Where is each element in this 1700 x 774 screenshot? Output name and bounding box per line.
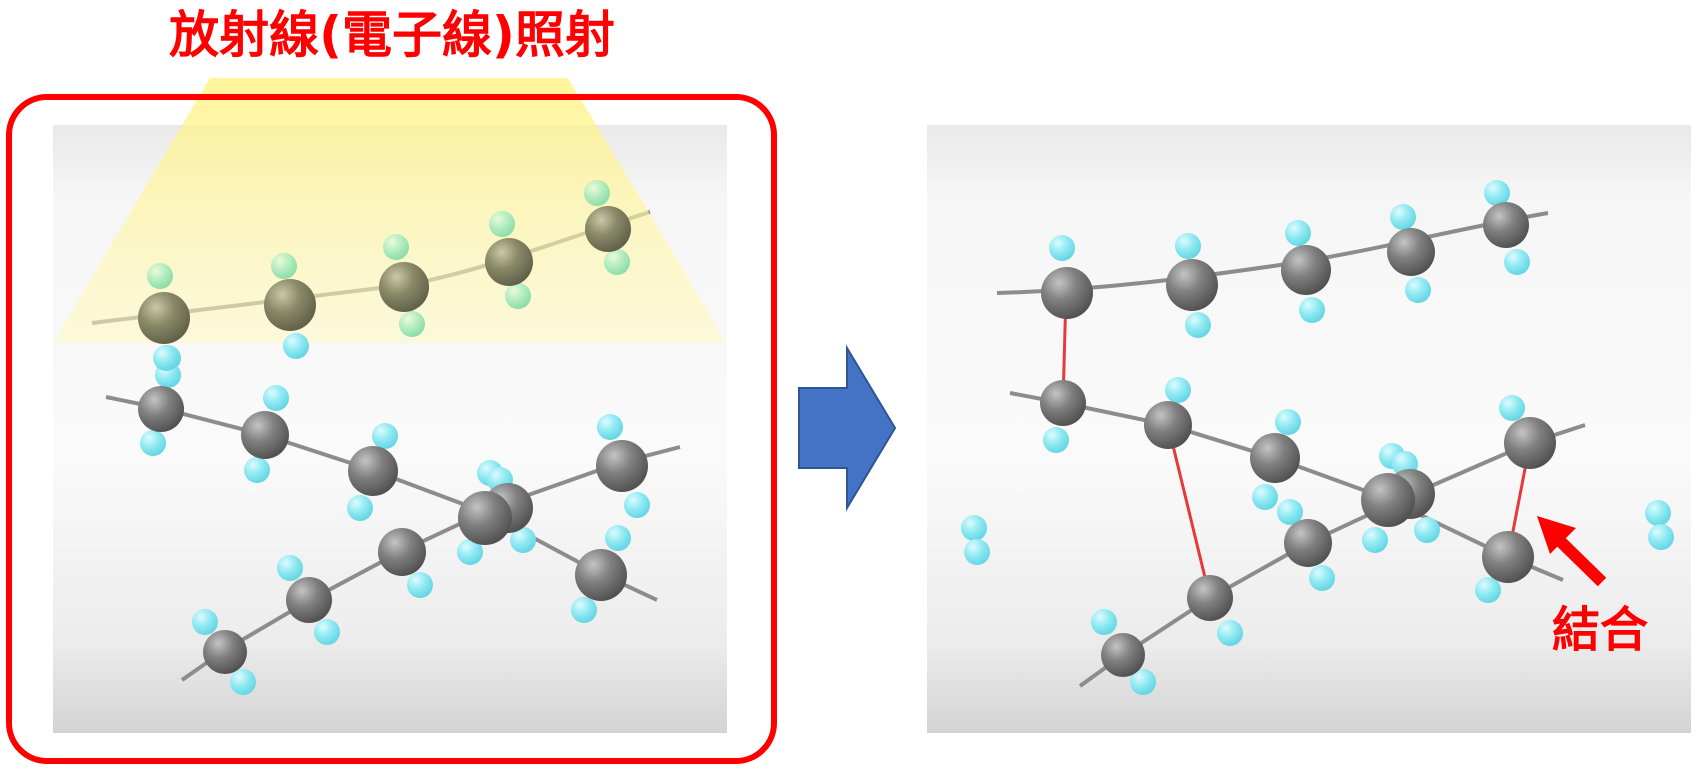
carbon-atom	[585, 206, 631, 252]
carbon-atom	[1284, 519, 1332, 567]
hydrogen-atom	[1390, 204, 1416, 230]
hydrogen-atom	[571, 597, 597, 623]
hydrogen-atom	[1475, 577, 1501, 603]
carbon-atom	[1187, 575, 1233, 621]
hydrogen-atom	[489, 211, 515, 237]
hydrogen-atom	[1277, 499, 1303, 525]
hydrogen-atom	[399, 311, 425, 337]
hydrogen-atom	[1499, 395, 1525, 421]
hydrogen-atoms-left	[140, 345, 650, 695]
hydrogen-atom	[1175, 233, 1201, 259]
hydrogen-atom	[1217, 620, 1243, 646]
diagonal-arrow-icon	[1537, 516, 1607, 587]
hydrogen-atom	[230, 669, 256, 695]
hydrogen-atom	[1414, 517, 1440, 543]
hydrogen-atom	[192, 609, 218, 635]
irradiation-beam	[53, 78, 727, 343]
carbon-atom	[1482, 531, 1534, 583]
hydrogen-atom	[1049, 235, 1075, 261]
carbon-atom	[203, 630, 247, 674]
hydrogen-atom	[604, 249, 630, 275]
hydrogen-atom	[383, 234, 409, 260]
hydrogen-atom	[147, 263, 173, 289]
before-panel	[6, 78, 777, 764]
hydrogen-atom	[1165, 377, 1191, 403]
carbon-atoms-left	[138, 386, 648, 674]
bond-label: 結合	[1552, 602, 1648, 658]
hydrogen-atom	[964, 539, 990, 565]
carbon-atom	[1166, 259, 1218, 311]
carbon-atom	[1281, 245, 1331, 295]
hydrogen-atom	[1484, 180, 1510, 206]
hydrogen-atom	[1362, 527, 1388, 553]
hydrogen-atom	[1185, 312, 1211, 338]
carbon-atom	[241, 411, 289, 459]
carbon-atoms-right	[1040, 202, 1556, 677]
carbon-atom	[596, 440, 648, 492]
carbon-atom	[1361, 473, 1415, 527]
hydrogen-atom	[1130, 669, 1156, 695]
hydrogen-atom	[605, 525, 631, 551]
carbon-atom	[264, 279, 316, 331]
carbon-atom	[1144, 401, 1192, 449]
hydrogen-atom	[153, 345, 179, 371]
hydrogen-atom	[1252, 484, 1278, 510]
carbon-atom	[286, 577, 332, 623]
hydrogen-atom	[1504, 249, 1530, 275]
hydrogen-atom	[1645, 500, 1671, 526]
carbon-atom	[1483, 202, 1529, 248]
hydrogen-atom	[283, 333, 309, 359]
hydrogen-atom	[1275, 409, 1301, 435]
hydrogen-atom	[1043, 427, 1069, 453]
hydrogen-atom	[271, 253, 297, 279]
hydrogen-atom	[505, 283, 531, 309]
hydrogen-atom	[961, 515, 987, 541]
hydrogen-atom	[1091, 609, 1117, 635]
hydrogen-atom	[263, 385, 289, 411]
hydrogen-atom	[584, 180, 610, 206]
hydrogen-atom	[1405, 277, 1431, 303]
carbon-atom	[458, 491, 512, 545]
hydrogen-atom	[1648, 524, 1674, 550]
hydrogen-atom	[407, 572, 433, 598]
carbon-atom	[138, 386, 184, 432]
hydrogen-atom	[597, 414, 623, 440]
hydrogen-atom	[1285, 220, 1311, 246]
carbon-atom	[1387, 228, 1435, 276]
carbon-atom	[575, 549, 627, 601]
after-panel: 結合	[927, 125, 1691, 733]
irradiated-region-frame	[6, 94, 777, 764]
carbon-atom	[485, 238, 533, 286]
carbon-atom	[1504, 417, 1556, 469]
carbon-atom	[138, 292, 190, 344]
hydrogen-atom	[624, 492, 650, 518]
carbon-atom	[378, 528, 426, 576]
hydrogen-atom	[372, 423, 398, 449]
carbon-atom	[348, 446, 398, 496]
hydrogen-atom	[244, 457, 270, 483]
carbon-atom	[1250, 433, 1300, 483]
hydrogen-atom	[277, 555, 303, 581]
hydrogen-atom	[457, 539, 483, 565]
irradiation-title: 放射線(電子線)照射	[169, 6, 615, 64]
carbon-atom	[1041, 267, 1093, 319]
carbon-atom	[1040, 380, 1086, 426]
hydrogen-atom	[347, 495, 373, 521]
carbon-atom	[379, 262, 429, 312]
right-arrow-icon	[798, 344, 897, 512]
hydrogen-atom	[510, 527, 536, 553]
hydrogen-atom	[314, 619, 340, 645]
hydrogen-atom	[1299, 297, 1325, 323]
crosslink-bond	[1166, 424, 1212, 599]
irradiated-chain-atoms	[138, 180, 631, 371]
carbon-atom	[1101, 633, 1145, 677]
hydrogen-atom	[1309, 565, 1335, 591]
hydrogen-atom	[140, 430, 166, 456]
hydrogen-atoms-right	[961, 180, 1674, 695]
